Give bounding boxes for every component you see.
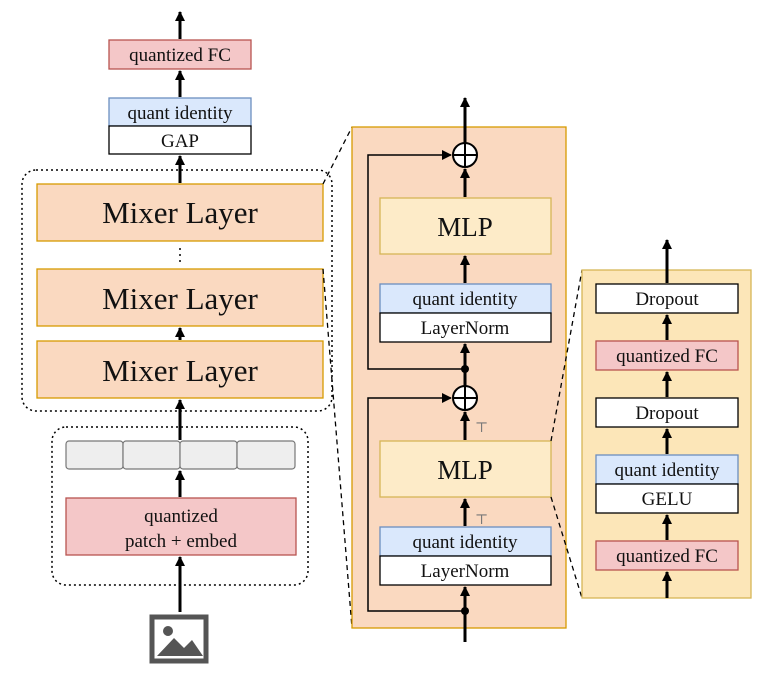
fc-label: quantized FC [616, 346, 718, 367]
bottom-norm-block: quant identity LayerNorm [379, 526, 552, 586]
zoom-line [322, 126, 353, 185]
add-icon [452, 385, 478, 411]
token-box [179, 440, 238, 470]
mlp-fc-bottom: quantized FC [595, 540, 739, 571]
transpose-icon: ⊤ [475, 421, 488, 436]
token-box [122, 440, 181, 470]
output-fc-box: quantized FC [108, 39, 252, 70]
mixer-layer-n: Mixer Layer [36, 183, 324, 242]
layernorm-label: LayerNorm [421, 318, 510, 339]
output-fc-label: quantized FC [129, 45, 231, 66]
quant-identity-label: quant identity [127, 103, 233, 124]
mlp-label: MLP [437, 455, 493, 485]
top-norm-block: quant identity LayerNorm [379, 283, 552, 343]
image-icon [149, 614, 209, 664]
dropout-label: Dropout [635, 403, 699, 424]
token-box [65, 440, 124, 470]
skip-connections [367, 150, 465, 612]
mlp-label: MLP [437, 212, 493, 242]
branch-point [461, 365, 469, 373]
fc-label: quantized FC [616, 546, 718, 567]
zoom-line [322, 268, 353, 629]
patch-embed-box: quantized patch + embed [65, 497, 297, 556]
mlp-gelu-block: quant identity GELU [595, 454, 739, 514]
mixer-layer-label: Mixer Layer [102, 281, 258, 316]
mixer-layer-label: Mixer Layer [102, 195, 258, 230]
mlp-dropout-bottom: Dropout [595, 397, 739, 428]
quant-identity-label: quant identity [412, 532, 518, 553]
token-box [236, 440, 296, 470]
gap-block: quant identity GAP [108, 97, 252, 155]
mixer-layer-label: Mixer Layer [102, 353, 258, 388]
channel-mixing-mlp: MLP [379, 197, 552, 255]
mlp-fc-top: quantized FC [595, 340, 739, 371]
zoom-line [550, 269, 583, 442]
quant-identity-label: quant identity [614, 460, 720, 481]
mixer-stack-group [21, 169, 333, 412]
transpose-icon: ⊤ [475, 513, 488, 528]
patch-embed-line2: patch + embed [125, 531, 238, 552]
layernorm-label: LayerNorm [421, 561, 510, 582]
dropout-label: Dropout [635, 289, 699, 310]
gap-label: GAP [161, 131, 199, 152]
quant-identity-label: quant identity [412, 289, 518, 310]
patch-embed-line1: quantized [144, 506, 218, 527]
token-mixing-mlp: MLP [379, 440, 552, 498]
token-sequence [65, 440, 296, 470]
add-icon [452, 142, 478, 168]
mixer-layer-1: Mixer Layer [36, 340, 324, 399]
mlp-dropout-top: Dropout [595, 283, 739, 314]
mixer-layer-2: Mixer Layer [36, 268, 324, 327]
gelu-label: GELU [642, 489, 693, 510]
branch-point [461, 607, 469, 615]
